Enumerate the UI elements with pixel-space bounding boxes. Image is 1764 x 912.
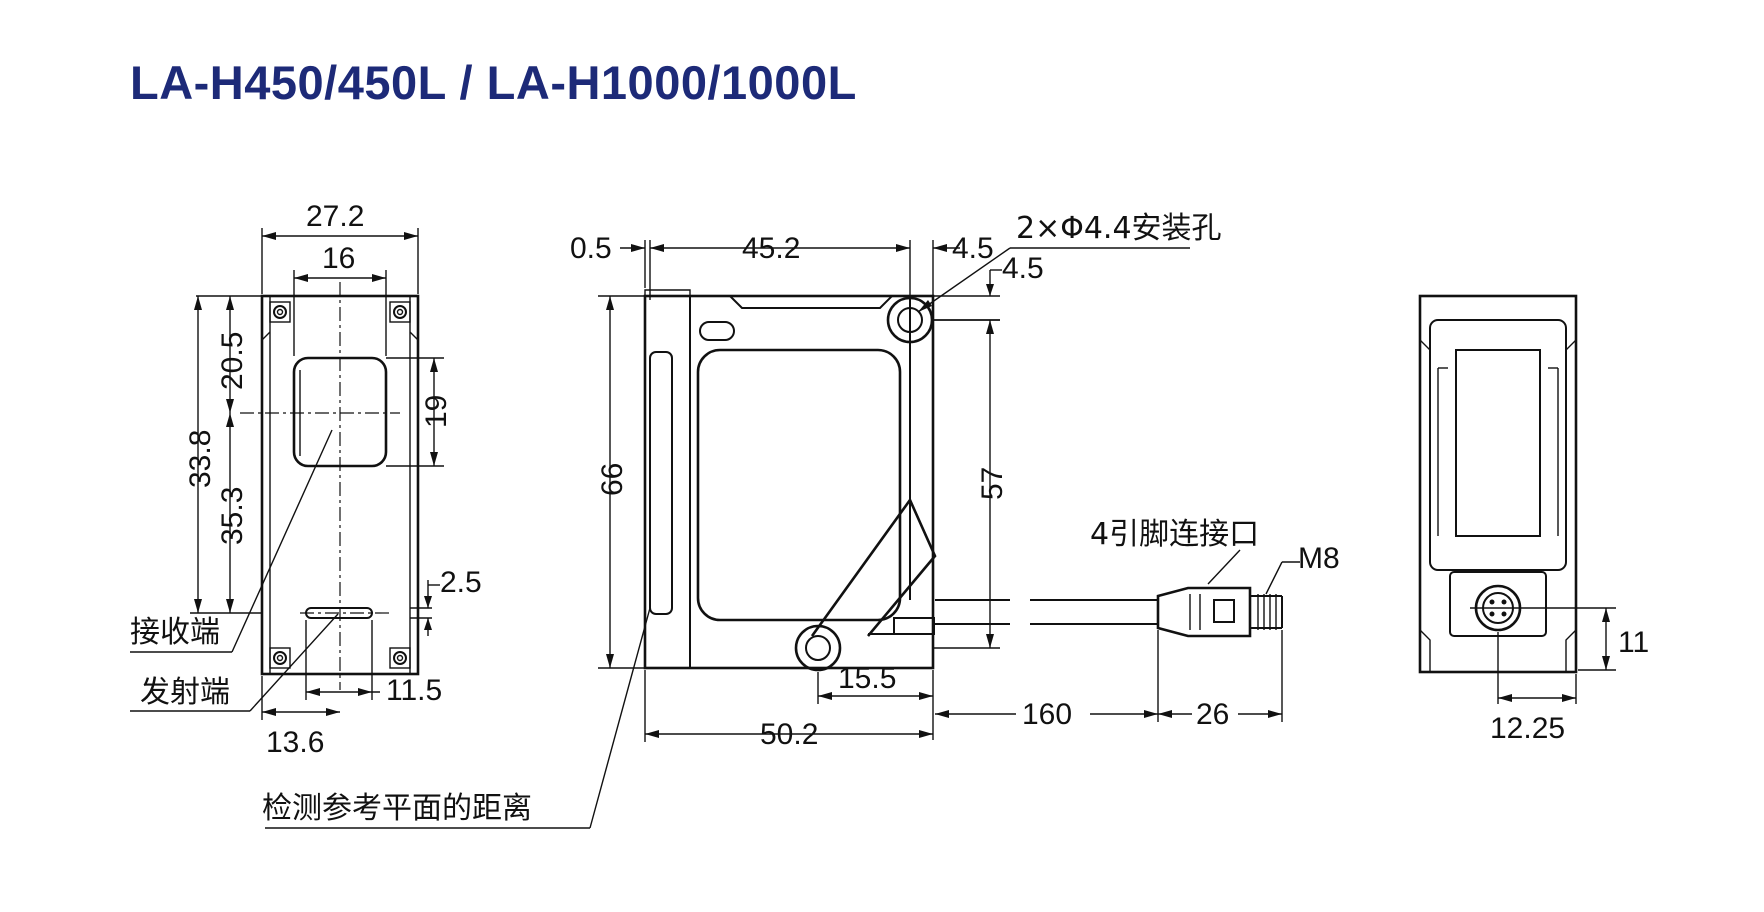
dim-connector-thread: M8	[1298, 542, 1340, 575]
page-title: LA-H450/450L / LA-H1000/1000L	[130, 56, 857, 109]
dim-side-lip: 0.5	[570, 232, 612, 265]
dim-front-emitter-offset: 2.5	[440, 566, 482, 599]
dim-front-width: 27.2	[306, 200, 364, 233]
dim-side-height: 66	[596, 463, 629, 496]
label-mounting-hole: 2×Φ4.4安装孔	[1016, 211, 1222, 246]
label-emitter: 发射端	[140, 675, 230, 710]
dim-front-top-to-center: 20.5	[216, 332, 249, 390]
label-connector: 4引脚连接口	[1090, 517, 1259, 552]
dim-front-top-to-hole: 33.8	[184, 430, 217, 488]
dim-side-hole-x: 4.5	[952, 232, 994, 265]
dim-side-total-width: 50.2	[760, 718, 818, 751]
front-view: 27.2 16 20.5 33.8 35.3 19 2.5	[130, 200, 482, 759]
back-view: 11 12.25	[1418, 294, 1649, 745]
dim-back-connector-offset: 12.25	[1490, 712, 1565, 745]
label-reference-plane: 检测参考平面的距离	[262, 791, 532, 826]
dim-cable-length: 160	[1022, 698, 1072, 731]
dim-side-hole-y: 4.5	[1002, 252, 1044, 285]
dim-side-width: 45.2	[742, 232, 800, 265]
dim-front-emitter-width: 11.5	[386, 674, 442, 707]
dim-front-center-to-emitter: 35.3	[216, 487, 249, 545]
dim-front-inner-width: 16	[322, 242, 355, 275]
dim-front-center-offset: 13.6	[266, 726, 324, 759]
dim-front-center-to-receiver-bottom: 19	[420, 395, 453, 428]
dim-connector-length: 26	[1196, 698, 1229, 731]
dim-side-hole-spacing: 57	[976, 467, 1009, 500]
label-receiver: 接收端	[130, 615, 220, 650]
dim-back-connector-height: 11	[1618, 626, 1649, 659]
side-view: 0.5 45.2 4.5 2×Φ4.4安装孔 4.5 66 57	[262, 211, 1340, 829]
dim-side-bottom-hole: 15.5	[838, 662, 896, 695]
